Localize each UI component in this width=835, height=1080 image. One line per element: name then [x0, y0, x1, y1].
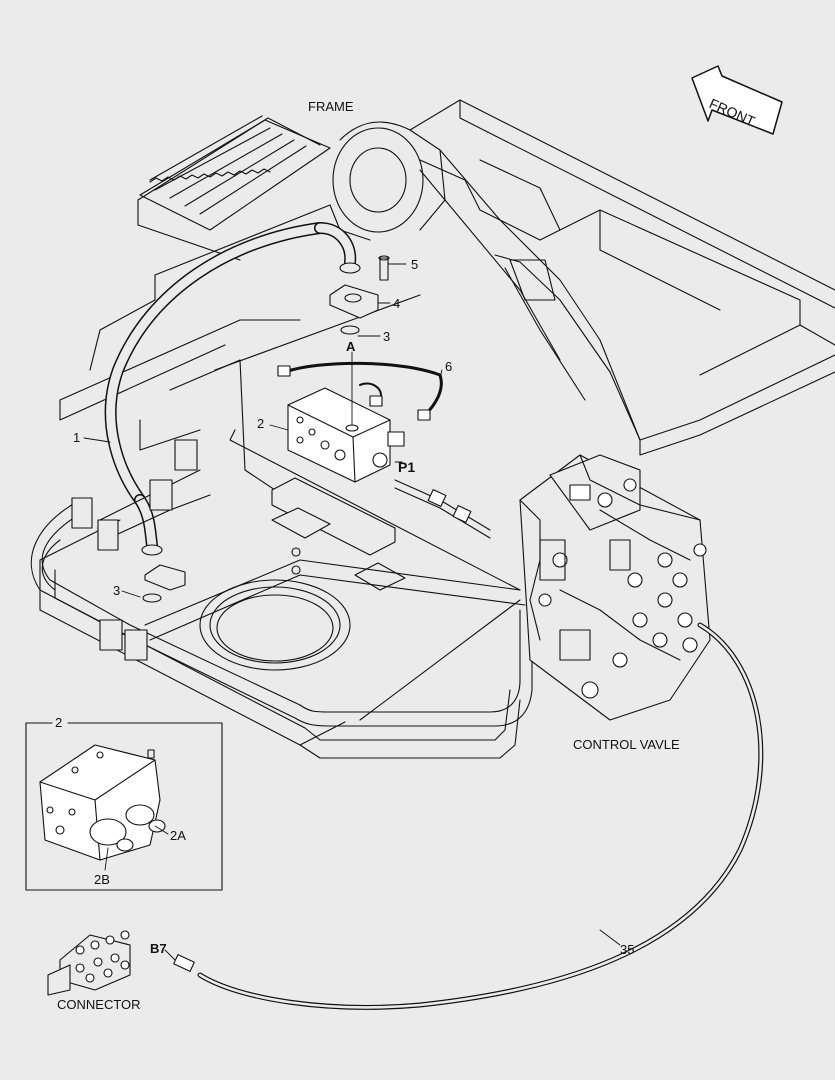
label-frame: FRAME [308, 99, 354, 114]
front-arrow-icon [691, 65, 783, 135]
wiring-harness-6 [277, 361, 443, 421]
callout-2a: 2A [170, 828, 186, 843]
callout-6: 6 [445, 359, 453, 374]
port-a-label: A [346, 339, 356, 354]
callout-5: 5 [411, 257, 419, 272]
callout-3-bottom: 3 [113, 583, 121, 598]
mounting-plate [271, 477, 406, 591]
detail-2-title: 2 [55, 715, 63, 730]
callout-2: 2 [257, 416, 265, 431]
callout-35: 35 [620, 942, 635, 957]
detail-box-2 [25, 722, 223, 891]
pilot-line [394, 479, 491, 539]
port-b7-label: B7 [150, 941, 167, 956]
callout-1: 1 [73, 430, 81, 445]
boom-bracket [329, 121, 641, 441]
callout-2b: 2B [94, 872, 110, 887]
swing-ring [199, 579, 351, 671]
steel-tubes [30, 439, 533, 727]
hose-1 [104, 222, 361, 556]
leader-lines [83, 263, 621, 961]
hose-35 [173, 622, 764, 1010]
callout-3-top: 3 [383, 329, 391, 344]
frame-outline [39, 99, 835, 759]
step-grating [139, 115, 331, 231]
solenoid-valve-block [287, 387, 405, 483]
control-valve-assembly [519, 454, 711, 721]
label-control-valve: CONTROL VAVLE [573, 737, 680, 752]
connector-block [47, 930, 131, 996]
port-p1-label: P1 [398, 459, 416, 475]
flange-parts [142, 255, 390, 603]
label-connector: CONNECTOR [57, 997, 141, 1012]
callout-4: 4 [393, 296, 401, 311]
